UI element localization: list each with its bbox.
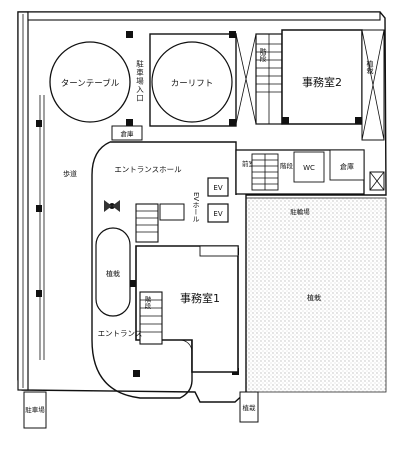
storage-room xyxy=(111,125,143,141)
shed-room xyxy=(329,149,365,181)
entrance-label: エントランス xyxy=(98,329,143,338)
anteroom-label: 前室 xyxy=(242,159,256,168)
bicycle-label: 駐輪場 xyxy=(290,207,310,216)
garden-area xyxy=(245,197,387,393)
office2-label: 事務室2 xyxy=(302,75,342,89)
wc-room xyxy=(293,151,325,183)
top-wall-band xyxy=(27,11,381,21)
planting-top-label: 植栽 xyxy=(366,59,374,74)
ev2-box xyxy=(207,203,229,223)
stairs-bottom-label: 階段 xyxy=(143,295,151,311)
turntable-circle xyxy=(49,41,131,123)
turntable-label: ターンテーブル xyxy=(61,78,120,89)
small-room xyxy=(159,203,185,221)
car-lift-label: カーリフト xyxy=(171,79,214,89)
parking-bottom xyxy=(23,391,47,429)
ev-hall-label: EVホール xyxy=(192,192,200,222)
garden-label: 植栽 xyxy=(307,293,321,302)
planting-left-label: 植栽 xyxy=(106,269,120,278)
ev1-label: EV xyxy=(213,184,222,192)
ev1-box xyxy=(207,177,229,197)
office1-label: 事務室1 xyxy=(180,291,220,305)
kitchen-strip xyxy=(199,245,239,257)
planting-left xyxy=(95,227,131,317)
fan-icon xyxy=(104,200,120,212)
shed-label: 倉庫 xyxy=(340,162,354,171)
stairs-bottom xyxy=(139,291,163,345)
storage-label: 倉庫 xyxy=(121,129,135,138)
shrub-right-label: 植栽 xyxy=(243,403,257,412)
wc-label: WC xyxy=(303,164,315,172)
parking-bottom-label: 駐車場 xyxy=(25,405,45,414)
entrance-hall-label: エントランスホール xyxy=(114,165,182,174)
stairs-top-label: 階段 xyxy=(259,47,267,63)
office2-room xyxy=(281,29,363,125)
car-stop-label: 駐車場入口 xyxy=(135,59,144,103)
car-lift-circle xyxy=(151,41,233,123)
walkway-label: 歩道 xyxy=(63,169,77,178)
stairs-mid-label: 階段 xyxy=(280,161,294,170)
ev2-label: EV xyxy=(213,210,222,218)
stairs-left xyxy=(135,203,159,243)
